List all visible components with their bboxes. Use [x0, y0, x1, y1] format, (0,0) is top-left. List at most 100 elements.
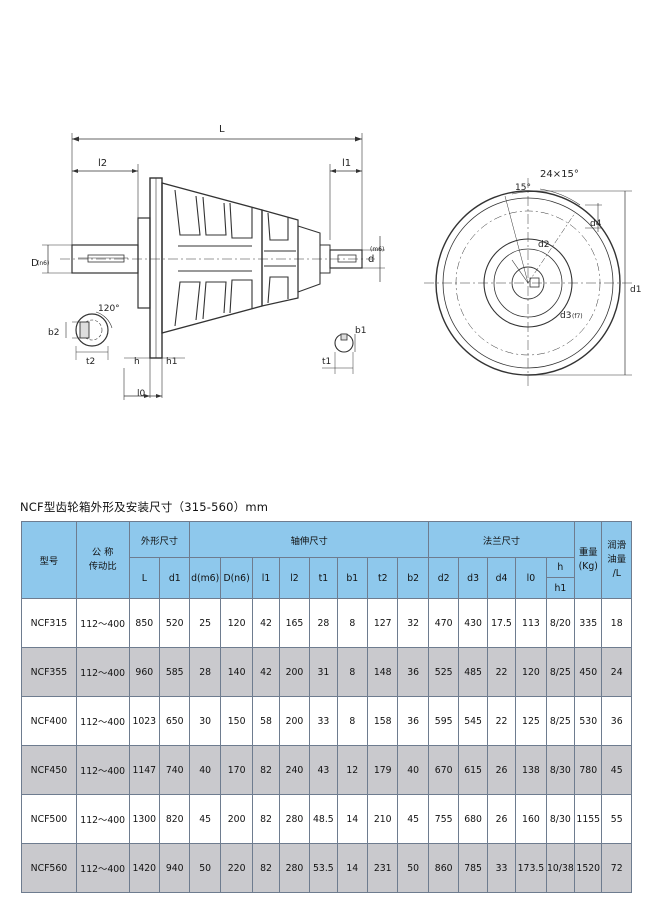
cell-d2: 525: [427, 647, 460, 697]
label-d4: d4: [590, 219, 602, 229]
cell-t1: 33: [309, 696, 338, 746]
cell-t1: 28: [309, 598, 338, 648]
cell-d3: 785: [458, 843, 488, 893]
cell-t1: 43: [309, 745, 338, 795]
cell-d1: 585: [158, 647, 191, 697]
cell-l2: 165: [278, 598, 311, 648]
header-model: 型号: [21, 521, 77, 599]
cell-l1: 58: [252, 696, 280, 746]
label-l1: l1: [342, 158, 351, 169]
cell-l0: 138: [515, 745, 547, 795]
header-b2: b2: [397, 557, 429, 599]
cell-t2: 158: [366, 696, 399, 746]
cell-D: 220: [219, 843, 254, 893]
cell-t1: 48.5: [309, 794, 338, 844]
header-ratio: 公 称 传动比: [75, 521, 130, 599]
header-d3: d3: [458, 557, 488, 599]
label-120: 120°: [98, 304, 120, 314]
header-l1: l1: [252, 557, 280, 599]
cell-hh1: 10/38: [545, 843, 576, 893]
cell-l0: 113: [515, 598, 547, 648]
header-weight: 重量 (Kg): [574, 521, 603, 599]
label-d1: d1: [630, 285, 641, 295]
cell-t2: 231: [366, 843, 399, 893]
cell-d1: 820: [158, 794, 191, 844]
label-15deg: 15°: [515, 183, 531, 193]
cell-l1: 82: [252, 843, 280, 893]
header-t1: t1: [309, 557, 338, 599]
cell-l2: 240: [278, 745, 311, 795]
cell-oil: 55: [601, 794, 632, 844]
header-outline: 外形尺寸: [128, 521, 191, 558]
label-d3: d3: [560, 311, 571, 321]
header-l0: l0: [515, 557, 547, 599]
cell-L: 1420: [128, 843, 161, 893]
cell-L: 1300: [128, 794, 161, 844]
cell-hh1: 8/30: [545, 794, 576, 844]
header-Dn6: D(n6): [219, 557, 254, 599]
cell-oil: 24: [601, 647, 632, 697]
cell-d3: 485: [458, 647, 488, 697]
cell-d4: 17.5: [486, 598, 517, 648]
cell-L: 1147: [128, 745, 161, 795]
header-shaft: 轴伸尺寸: [189, 521, 429, 558]
cell-t1: 53.5: [309, 843, 338, 893]
cell-oil: 18: [601, 598, 632, 648]
label-l2: l2: [98, 158, 107, 169]
cell-b2: 36: [397, 647, 429, 697]
header-dm6: d(m6): [189, 557, 221, 599]
header-d4: d4: [486, 557, 517, 599]
cell-model: NCF450: [21, 745, 77, 795]
cell-b1: 12: [336, 745, 369, 795]
cell-hh1: 8/25: [545, 647, 576, 697]
label-d: d: [368, 254, 374, 265]
cell-b2: 50: [397, 843, 429, 893]
cell-b2: 40: [397, 745, 429, 795]
cell-l1: 82: [252, 794, 280, 844]
cell-model: NCF560: [21, 843, 77, 893]
label-L: L: [219, 124, 225, 135]
cell-d2: 595: [427, 696, 460, 746]
cell-b2: 36: [397, 696, 429, 746]
cell-model: NCF400: [21, 696, 77, 746]
cell-D: 170: [219, 745, 254, 795]
header-flange: 法兰尺寸: [427, 521, 576, 558]
cell-D: 150: [219, 696, 254, 746]
label-d-sub: (m6): [370, 246, 384, 253]
cell-d4: 26: [486, 794, 517, 844]
cell-d2: 860: [427, 843, 460, 893]
cell-b1: 14: [336, 794, 369, 844]
gearbox-technical-drawing: L l2 l1 D (n6) d (m6) 120° b2 t2 h h1 l0…: [31, 124, 641, 400]
cell-model: NCF355: [21, 647, 77, 697]
label-b2: b2: [48, 328, 59, 338]
cell-weight: 530: [574, 696, 603, 746]
cell-ratio: 112～400: [75, 745, 130, 795]
cell-b1: 8: [336, 647, 369, 697]
dimension-table: 型号 公 称 传动比 外形尺寸 轴伸尺寸 法兰尺寸 重量 (Kg) 润滑 油量 …: [21, 521, 632, 893]
label-d2: d2: [538, 240, 549, 250]
cell-l1: 82: [252, 745, 280, 795]
header-h: h: [545, 557, 576, 578]
cell-oil: 36: [601, 696, 632, 746]
cell-d4: 33: [486, 843, 517, 893]
cell-t2: 179: [366, 745, 399, 795]
cell-L: 850: [128, 598, 161, 648]
cell-L: 960: [128, 647, 161, 697]
table-caption: NCF型齿轮箱外形及安装尺寸（315-560）mm: [20, 500, 269, 514]
cell-d4: 26: [486, 745, 517, 795]
cell-d: 45: [189, 794, 221, 844]
label-t1: t1: [322, 357, 331, 367]
cell-hh1: 8/30: [545, 745, 576, 795]
header-oil: 润滑 油量 /L: [601, 521, 632, 599]
cell-weight: 1155: [574, 794, 603, 844]
cell-d1: 520: [158, 598, 191, 648]
cell-D: 120: [219, 598, 254, 648]
cell-ratio: 112～400: [75, 794, 130, 844]
cell-d: 25: [189, 598, 221, 648]
cell-l0: 120: [515, 647, 547, 697]
header-l2: l2: [278, 557, 311, 599]
cell-l0: 125: [515, 696, 547, 746]
cell-d: 28: [189, 647, 221, 697]
